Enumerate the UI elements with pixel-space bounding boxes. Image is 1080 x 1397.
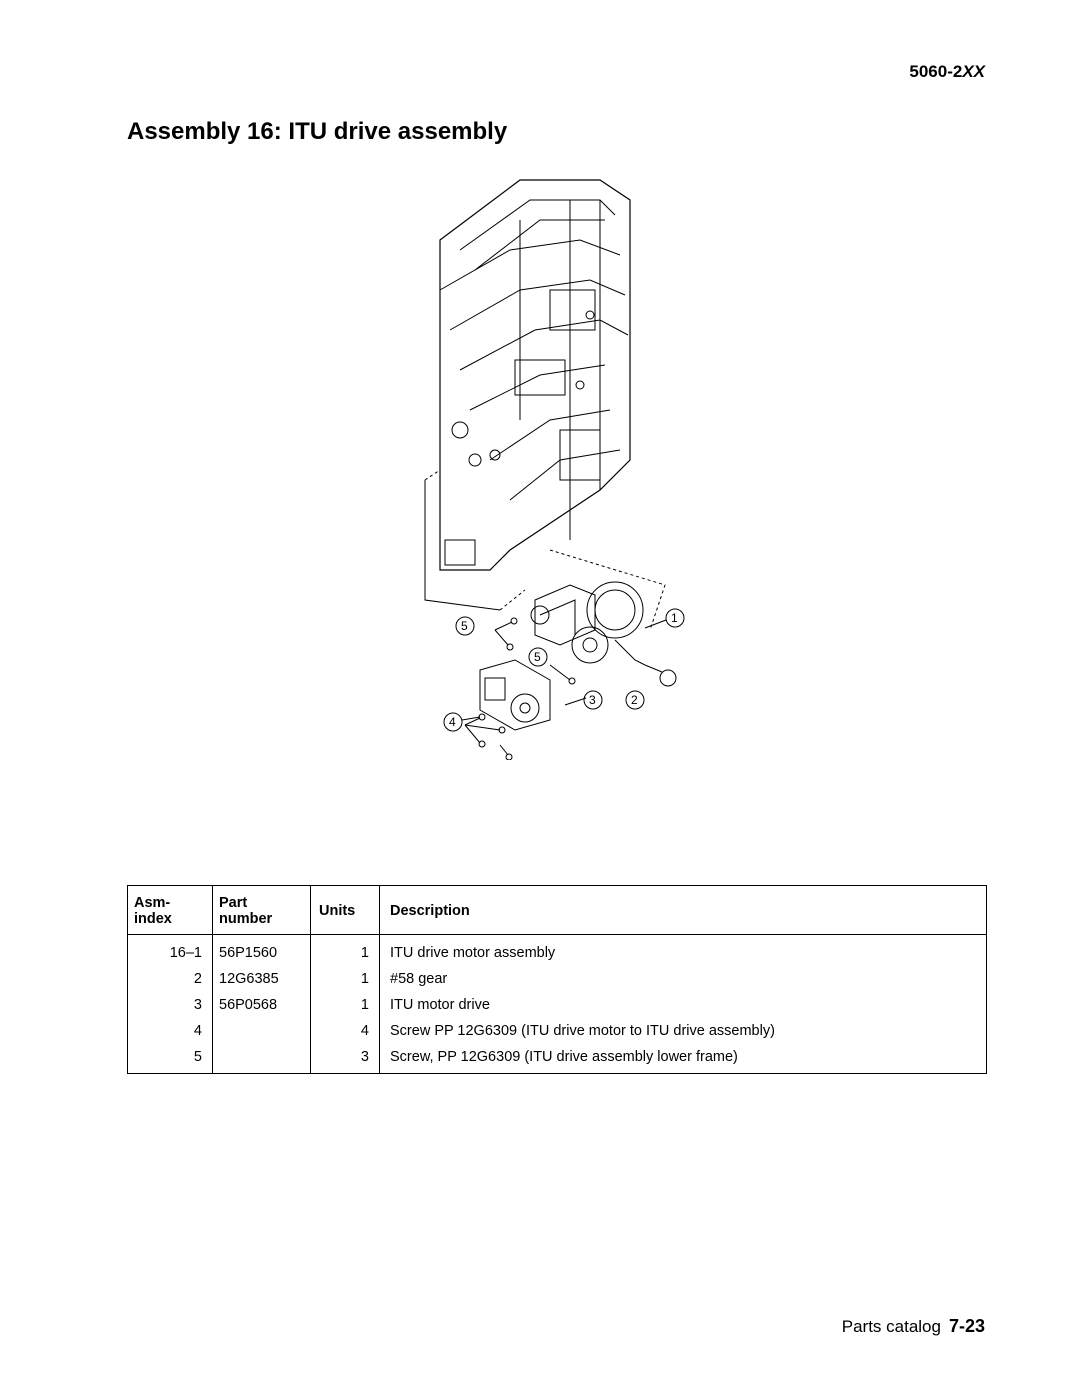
callout-markers: 1 2 3 4 5 5 <box>443 608 685 732</box>
dashed-leader-lines <box>499 549 666 631</box>
printer-frame-drawing <box>424 179 631 611</box>
col-asm-index: Asm-index <box>127 885 213 935</box>
callout-2: 2 <box>631 693 638 707</box>
callout-1: 1 <box>671 611 678 625</box>
table-row: 2 12G6385 1 #58 gear <box>128 966 987 992</box>
model-prefix: 5060-2 <box>909 62 963 81</box>
table-row: 4 4 Screw PP 12G6309 (ITU drive motor to… <box>128 1018 987 1044</box>
page-number: 7-23 <box>948 1316 985 1336</box>
callout-4: 4 <box>449 715 456 729</box>
table-row: 16–1 56P1560 1 ITU drive motor assembly <box>128 934 987 966</box>
section-name: Parts catalog <box>841 1317 941 1336</box>
page-title: Assembly 16: ITU drive assembly <box>127 118 508 145</box>
screws-drawing <box>464 617 576 760</box>
itu-drive-assembly-drawing <box>530 581 677 687</box>
col-units: Units <box>310 885 380 935</box>
page-footer: Parts catalog 7-23 <box>842 1316 985 1337</box>
callout-5a: 5 <box>461 619 468 633</box>
model-number: 5060-2XX <box>909 62 985 82</box>
gear-58-part <box>659 669 677 687</box>
callout-5b: 5 <box>534 650 541 664</box>
table-row: 5 3 Screw, PP 12G6309 (ITU drive assembl… <box>128 1044 987 1074</box>
table-row: 3 56P0568 1 ITU motor drive <box>128 992 987 1018</box>
col-description: Description <box>379 885 987 935</box>
callout-3: 3 <box>589 693 596 707</box>
callout-leaders <box>461 619 667 721</box>
model-suffix: XX <box>962 62 985 81</box>
itu-motor-drive-drawing <box>479 659 551 731</box>
exploded-view-illustration: 1 2 3 4 5 5 <box>424 179 685 760</box>
